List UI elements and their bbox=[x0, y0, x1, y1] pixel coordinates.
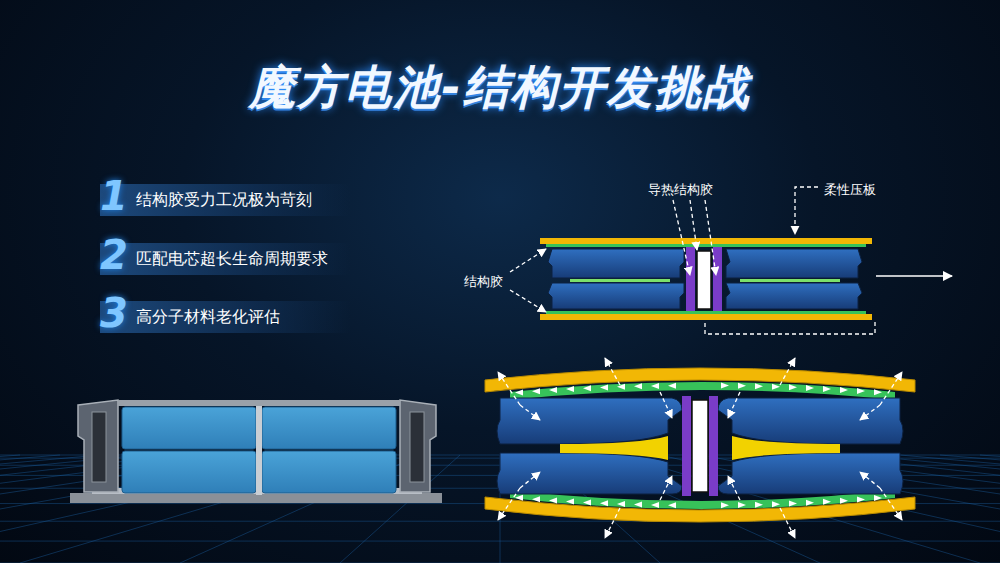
flow-chevron bbox=[600, 500, 608, 506]
flow-chevron bbox=[549, 497, 557, 503]
part-label: 结构胶 bbox=[462, 272, 505, 292]
flow-chevron bbox=[755, 383, 763, 389]
flow-chevron bbox=[721, 502, 729, 508]
flow-chevron bbox=[857, 496, 865, 502]
flow-chevron bbox=[772, 501, 780, 507]
flow-chevron bbox=[566, 499, 574, 505]
list-item: 1结构胶受力工况极为苛刻 bbox=[100, 184, 350, 216]
part-label: 导热结构胶 bbox=[646, 180, 715, 200]
flow-chevron bbox=[772, 384, 780, 390]
flow-chevron bbox=[789, 384, 797, 390]
cross-section-deformed bbox=[485, 358, 915, 538]
flow-chevron bbox=[566, 386, 574, 392]
flow-chevron bbox=[806, 500, 814, 506]
grid-line bbox=[980, 455, 1000, 563]
flow-chevron bbox=[600, 384, 608, 390]
flow-chevron bbox=[532, 496, 540, 502]
flow-chevron bbox=[617, 501, 625, 507]
flow-chevron bbox=[634, 502, 642, 508]
callout-number: 1 bbox=[100, 176, 128, 216]
flow-chevron bbox=[789, 500, 797, 506]
list-item: 3高分子材料老化评估 bbox=[100, 301, 350, 333]
flow-chevron bbox=[721, 383, 729, 389]
flow-chevron bbox=[617, 384, 625, 390]
part-label: 柔性压板 bbox=[822, 180, 878, 200]
flow-chevron bbox=[549, 387, 557, 393]
flow-chevron bbox=[840, 387, 848, 393]
battery-pack bbox=[70, 400, 442, 503]
flow-chevron bbox=[874, 389, 882, 395]
flow-chevron bbox=[755, 502, 763, 508]
item-text: 高分子材料老化评估 bbox=[136, 307, 280, 326]
callout-number: 2 bbox=[100, 235, 128, 275]
flow-chevron bbox=[840, 498, 848, 504]
page-title: 魔方电池-结构开发挑战 bbox=[249, 62, 750, 113]
flow-chevron bbox=[738, 502, 746, 508]
flow-chevron bbox=[857, 388, 865, 394]
flow-chevron bbox=[583, 500, 591, 506]
flow-chevron bbox=[651, 502, 659, 508]
grid-line bbox=[0, 455, 140, 563]
flow-chevron bbox=[515, 390, 523, 396]
item-text: 结构胶受力工况极为苛刻 bbox=[136, 190, 312, 209]
grid-line bbox=[0, 455, 20, 563]
flow-chevron bbox=[583, 385, 591, 391]
item-text: 匹配电芯超长生命周期要求 bbox=[136, 249, 328, 268]
flow-chevron bbox=[634, 383, 642, 389]
flow-chevron bbox=[823, 499, 831, 505]
flow-chevron bbox=[874, 495, 882, 501]
flow-chevron bbox=[532, 388, 540, 394]
flow-chevron bbox=[668, 502, 676, 508]
flow-chevron bbox=[806, 385, 814, 391]
flow-chevron bbox=[738, 383, 746, 389]
flow-chevron bbox=[651, 383, 659, 389]
callout-number: 3 bbox=[100, 293, 128, 333]
grid-line bbox=[0, 455, 60, 563]
flow-chevron bbox=[515, 495, 523, 501]
flow-chevron bbox=[668, 383, 676, 389]
cross-section-static bbox=[510, 187, 952, 334]
list-item: 2匹配电芯超长生命周期要求 bbox=[100, 243, 350, 275]
flow-chevron bbox=[823, 386, 831, 392]
grid-line bbox=[940, 455, 1000, 563]
